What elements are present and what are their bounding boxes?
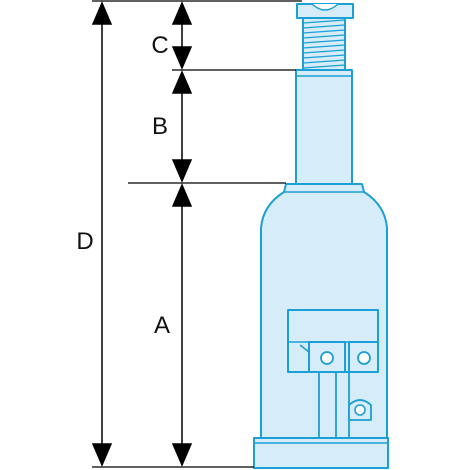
bottle-jack [253, 3, 389, 469]
jack-ram [295, 69, 353, 185]
dimension-label-c: C [151, 32, 168, 59]
dimension-label-b: B [152, 113, 168, 140]
jack-extension-screw [302, 17, 346, 71]
jack-pump-tab [299, 344, 310, 353]
dimension-label-d: D [76, 228, 93, 255]
jack-screw-threads [302, 19, 346, 69]
arrowhead-b-top [171, 70, 193, 94]
arrowhead-d-bottom [91, 443, 113, 467]
dimension-extension-lines [92, 0, 302, 468]
jack-pump-pin-left [320, 351, 334, 365]
arrowhead-a-top [171, 183, 193, 207]
arrowhead-c-bottom [171, 46, 193, 70]
arrowhead-b-bottom [171, 159, 193, 183]
arrowhead-a-bottom [171, 443, 193, 467]
dimension-lines [91, 1, 193, 467]
arrowhead-c-top [171, 1, 193, 25]
arrowhead-d-top [91, 1, 113, 25]
jack-release-valve-pin [354, 404, 366, 416]
jack-pump-pin-right [357, 351, 371, 365]
dimension-label-a: A [154, 312, 170, 339]
jack-saddle-notch [311, 3, 339, 11]
